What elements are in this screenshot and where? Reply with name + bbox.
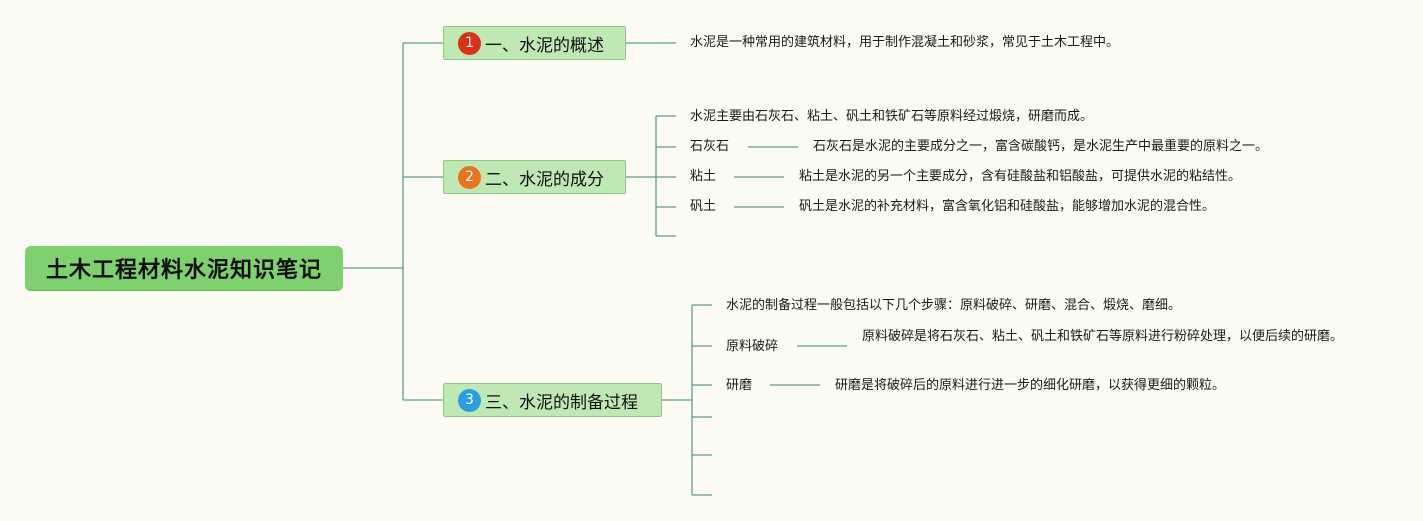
number-badge-2: 2	[458, 165, 481, 189]
topic-limestone: 石灰石	[690, 139, 730, 154]
root-node[interactable]: 土木工程材料水泥知识笔记	[25, 246, 343, 290]
topic-alumina: 矾土	[690, 199, 717, 214]
branch-label-2: 二、水泥的成分	[485, 169, 604, 190]
branch-label-3: 三、水泥的制备过程	[485, 392, 638, 413]
topic-grinding-desc: 研磨是将破碎后的原料进行进一步的细化研磨，以获得更细的颗粒。	[835, 378, 1226, 393]
topic-grinding: 研磨	[726, 378, 753, 393]
topic-limestone-desc: 石灰石是水泥的主要成分之一，富含碳酸钙，是水泥生产中最重要的原料之一。	[813, 139, 1269, 154]
number-badge-3: 3	[458, 388, 481, 412]
branch-2-connector	[626, 115, 676, 237]
topic-alumina-desc: 矾土是水泥的补充材料，富含氧化铝和硅酸盐，能够增加水泥的混合性。	[799, 199, 1216, 214]
branch-1-text: 水泥是一种常用的建筑材料，用于制作混凝土和砂浆，常见于土木工程中。	[690, 35, 1120, 50]
topic-crushing-desc: 原料破碎是将石灰石、粘土、矾土和铁矿石等原料进行粉碎处理，以便后续的研磨。	[862, 329, 1344, 344]
topic-clay: 粘土	[690, 169, 717, 184]
number-badge-1: 1	[458, 31, 481, 55]
branch-3-connector	[662, 304, 712, 496]
branch-2-intro: 水泥主要由石灰石、粘土、矾土和铁矿石等原料经过煅烧，研磨而成。	[690, 109, 1094, 124]
root-title: 土木工程材料水泥知识笔记	[45, 258, 322, 283]
branch-label-1: 一、水泥的概述	[485, 35, 604, 56]
branch-node-2[interactable]: 2 二、水泥的成分	[443, 160, 626, 194]
branch-node-3[interactable]: 3 三、水泥的制备过程	[443, 383, 662, 417]
root-connector	[343, 42, 443, 401]
branch-2-sub-connectors	[734, 146, 798, 208]
branch-3-sub-connectors	[770, 345, 847, 386]
topic-crushing: 原料破碎	[726, 339, 779, 354]
topic-clay-desc: 粘土是水泥的另一个主要成分，含有硅酸盐和铝酸盐，可提供水泥的粘结性。	[799, 169, 1242, 184]
branch-node-1[interactable]: 1 一、水泥的概述	[443, 26, 626, 60]
branch-3-intro: 水泥的制备过程一般包括以下几个步骤：原料破碎、研磨、混合、煅烧、磨细。	[726, 298, 1182, 313]
